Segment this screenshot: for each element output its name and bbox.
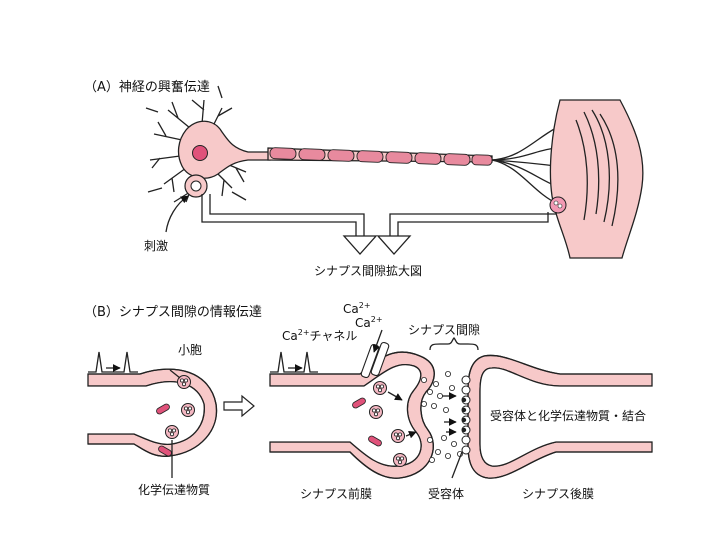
receptor-pointer [451,451,463,479]
axon [267,147,493,166]
ca-mid-label: Ca2+ [355,315,383,330]
vesicle-pointer [169,369,181,379]
presynaptic-terminal [269,351,435,479]
presynaptic-label: シナプス前膜 [300,486,372,501]
panel-a-title: （A）神経の興奮伝達 [84,80,210,95]
presynaptic-vesicles [352,381,417,467]
transition-arrow [223,394,255,418]
small-synaptic-terminal [87,368,218,457]
vesicle-label: 小胞 [178,343,202,357]
stimulus-synapse [184,174,208,198]
receptors [461,375,471,455]
postsynaptic-label: シナプス後膜 [522,487,594,501]
bound-transmitter [461,397,467,433]
magnification-callout [201,194,557,255]
enlarge-label: シナプス間隙拡大図 [314,264,422,278]
action-potential-right [270,351,318,373]
stimulus-arrow [165,195,189,233]
ca-channel-label: Ca2+チャネル [282,328,357,343]
panel-b-title: （B）シナプス間隙の情報伝達 [84,305,262,320]
muscle-fiber [549,99,644,259]
receptor-label: 受容体 [428,486,464,501]
receptor-binding-label: 受容体と化学伝達物質・結合 [490,408,646,423]
axon-terminals [491,127,559,205]
ca-top-label: Ca2+ [343,301,371,316]
small-vesicles [156,375,195,457]
neuron-cell-body [145,85,271,203]
postsynaptic-terminal [467,354,653,479]
synaptic-cleft-label: シナプス間隙 [408,323,480,337]
stimulus-label: 刺激 [144,239,168,253]
calcium-channel [360,329,390,379]
action-potential-left [88,351,138,373]
neurotransmitter-label: 化学伝達物質 [138,482,210,497]
synaptic-cleft-brace [429,337,479,351]
